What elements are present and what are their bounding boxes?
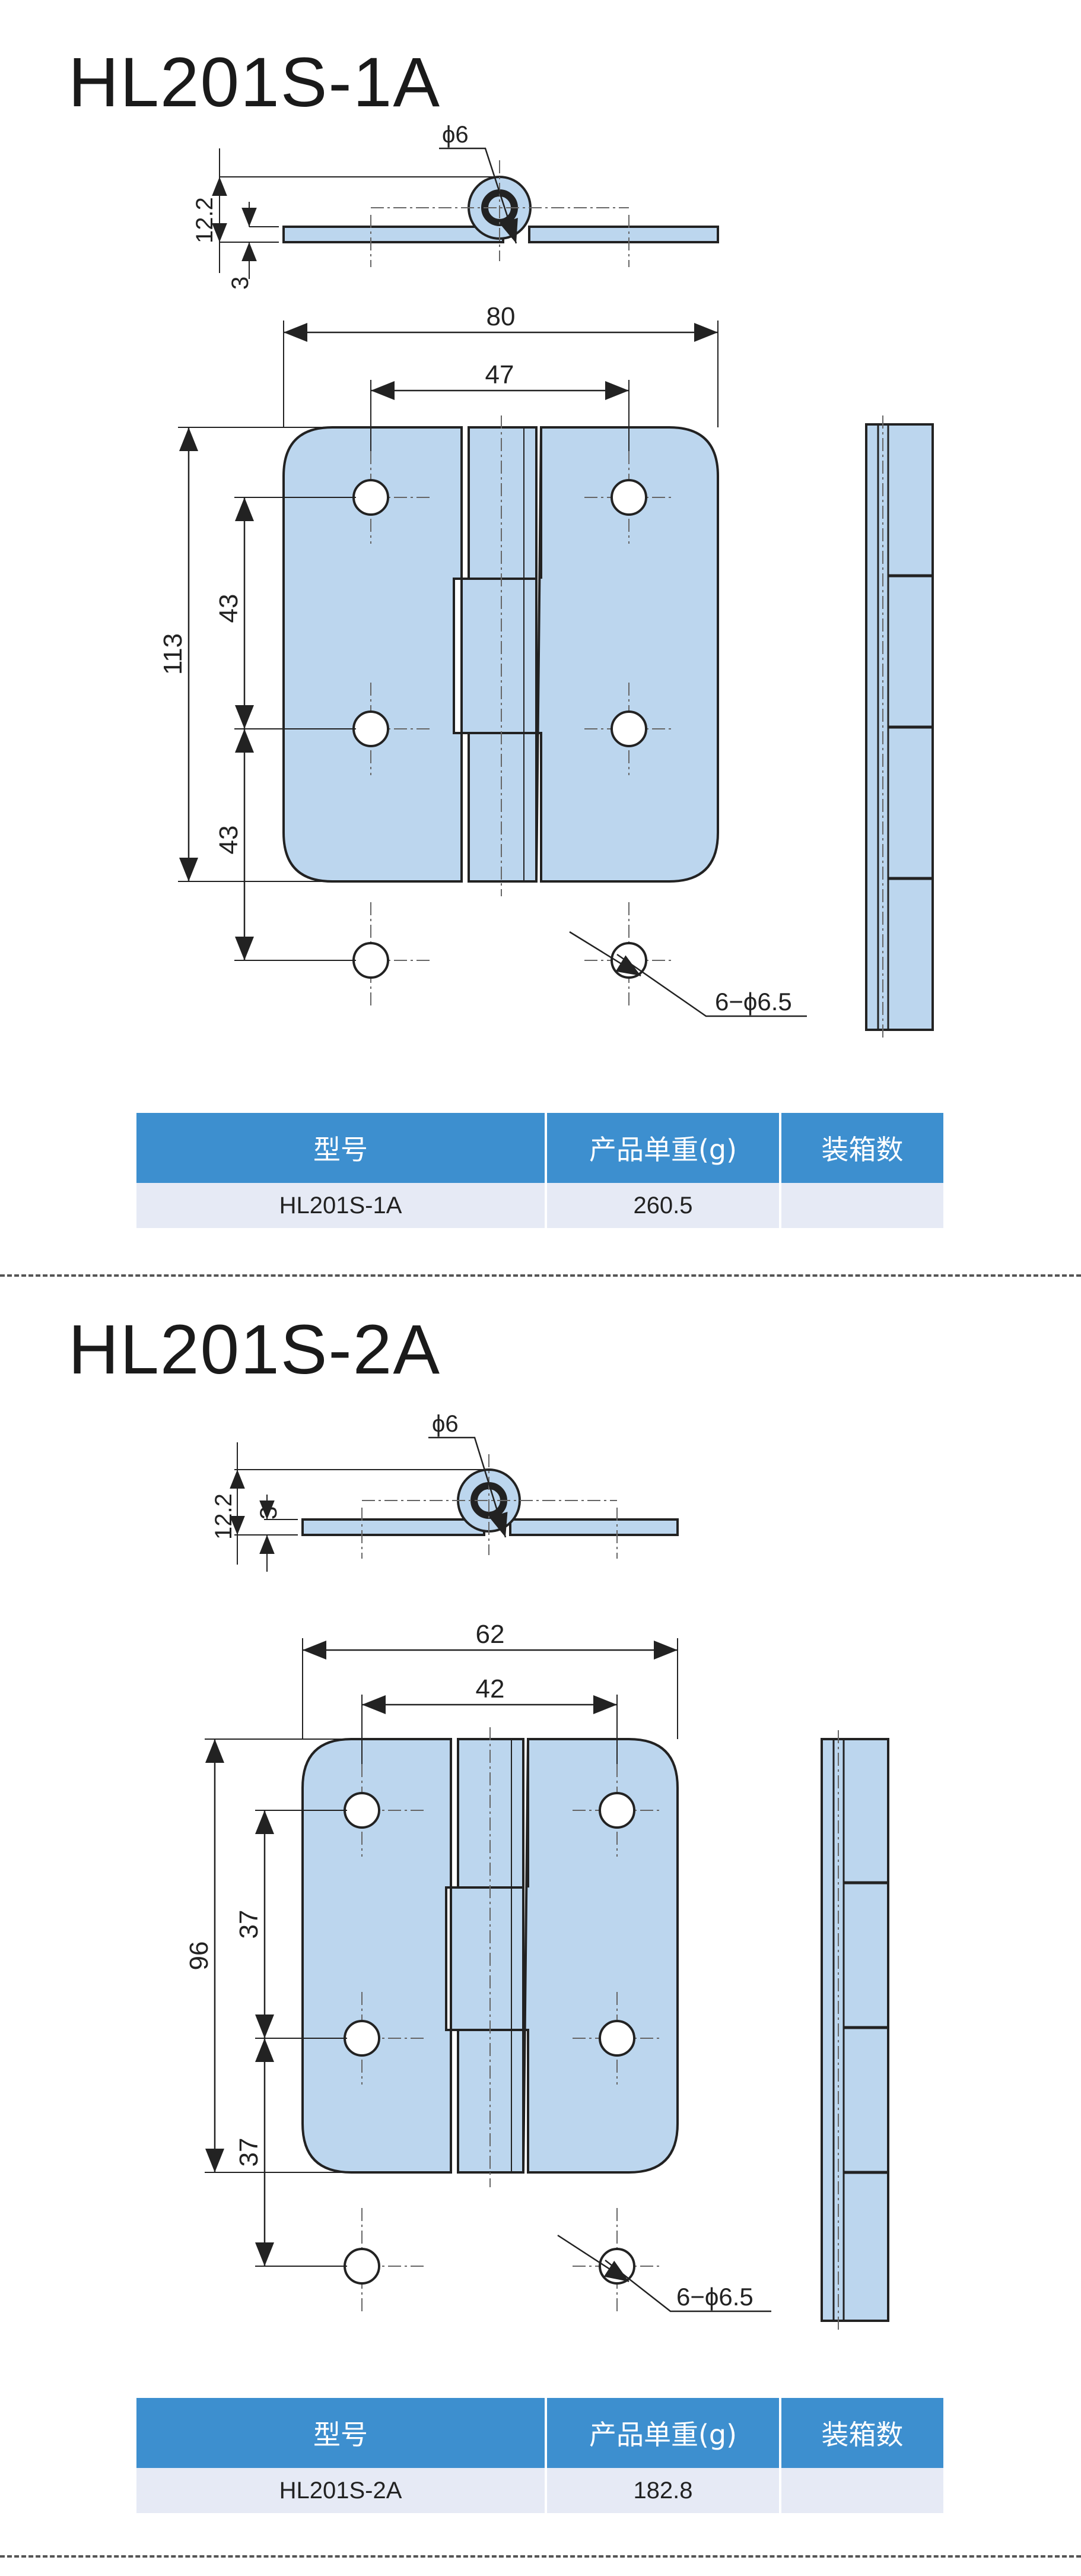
header-model: 型号 (136, 1113, 547, 1183)
header-box-qty: 装箱数 (780, 1113, 943, 1183)
hole (584, 683, 673, 775)
top-view: ϕ6 12.2 3 (192, 122, 719, 290)
knuckle-center (460, 578, 538, 734)
hole (573, 2208, 662, 2312)
hole (326, 683, 433, 775)
dim-pin-diameter: ϕ6 (432, 1411, 459, 1437)
dim-width: 80 (487, 302, 516, 331)
header-unit-weight: 产品单重(g) (546, 2398, 781, 2468)
knuckle-center (450, 1886, 524, 2031)
top-view: ϕ6 12.2 3 (211, 1411, 679, 1572)
hole (320, 1992, 427, 2085)
hinge-drawing-2a: ϕ6 12.2 3 (185, 1411, 889, 2330)
plate-right (535, 426, 719, 883)
side-view (865, 415, 934, 1039)
hole (573, 1764, 662, 1857)
header-box-qty: 装箱数 (780, 2398, 943, 2468)
dim-hole-spacing-v2: 37 (234, 2138, 263, 2167)
cell-box-qty (780, 2468, 943, 2513)
dim-plate-thickness: 3 (227, 277, 253, 290)
hole (326, 451, 433, 544)
knuckle-bottom-right (468, 732, 538, 883)
cell-model: HL201S-1A (136, 1183, 547, 1228)
section-hl201s-1a: HL201S-1A ϕ6 1 (0, 0, 1081, 1270)
dim-hole-spacing-h: 47 (485, 360, 514, 389)
dim-plate-thickness: 3 (256, 1506, 282, 1519)
section-title: HL201S-2A (68, 1311, 441, 1389)
hole (584, 902, 673, 1007)
top-plate-right (528, 226, 719, 243)
top-plate-left (282, 226, 504, 243)
front-view: 80 47 113 43 43 6−ϕ6.5 (158, 302, 807, 1017)
section-divider (0, 2555, 1081, 2558)
front-view: 62 42 96 37 37 6−ϕ6.5 (185, 1620, 771, 2312)
dim-knuckle-height: 12.2 (211, 1493, 237, 1540)
dim-height: 113 (158, 633, 187, 675)
hole (320, 2208, 427, 2312)
dim-knuckle-height: 12.2 (192, 197, 218, 243)
hole (573, 1992, 662, 2085)
table-row: HL201S-1A 260.5 (136, 1183, 943, 1228)
knuckle-top-right (468, 426, 538, 580)
hinge-drawing-1a: ϕ6 12.2 3 (158, 122, 934, 1039)
dim-pin-diameter: ϕ6 (442, 122, 469, 148)
dim-width: 62 (476, 1620, 505, 1649)
section-hl201s-2a: HL201S-2A ϕ6 12.2 3 (0, 1282, 1081, 2576)
dim-hole-spacing-h: 42 (476, 1674, 505, 1703)
hole (584, 451, 673, 544)
section-divider (0, 1274, 1081, 1277)
plate-left (301, 1738, 452, 2174)
dim-hole-spacing-v2: 43 (214, 826, 243, 855)
cell-model: HL201S-2A (136, 2468, 547, 2513)
plate-left (282, 426, 463, 883)
table-row: HL201S-2A 182.8 (136, 2468, 943, 2513)
dim-height: 96 (185, 1941, 214, 1971)
header-model: 型号 (136, 2398, 547, 2468)
cell-unit-weight: 260.5 (546, 1183, 781, 1228)
dim-holes: 6−ϕ6.5 (676, 2283, 753, 2311)
table-header-row: 型号 产品单重(g) 装箱数 (136, 2398, 943, 2468)
cell-unit-weight: 182.8 (546, 2468, 781, 2513)
top-plate-right (509, 1518, 679, 1536)
section-title: HL201S-1A (68, 43, 441, 122)
plate-right (522, 1738, 679, 2174)
cell-box-qty (780, 1183, 943, 1228)
spec-table: 型号 产品单重(g) 装箱数 HL201S-2A 182.8 (136, 2398, 943, 2513)
dim-holes: 6−ϕ6.5 (715, 988, 792, 1016)
header-unit-weight: 产品单重(g) (546, 1113, 781, 1183)
table-header-row: 型号 产品单重(g) 装箱数 (136, 1113, 943, 1183)
top-plate-left (301, 1518, 485, 1536)
side-plate (821, 1738, 889, 2322)
dim-hole-spacing-v1: 37 (234, 1910, 263, 1939)
dim-hole-spacing-v1: 43 (214, 594, 243, 623)
spec-table: 型号 产品单重(g) 装箱数 HL201S-1A 260.5 (136, 1113, 943, 1228)
side-view (821, 1730, 889, 2330)
hole (326, 902, 433, 1007)
